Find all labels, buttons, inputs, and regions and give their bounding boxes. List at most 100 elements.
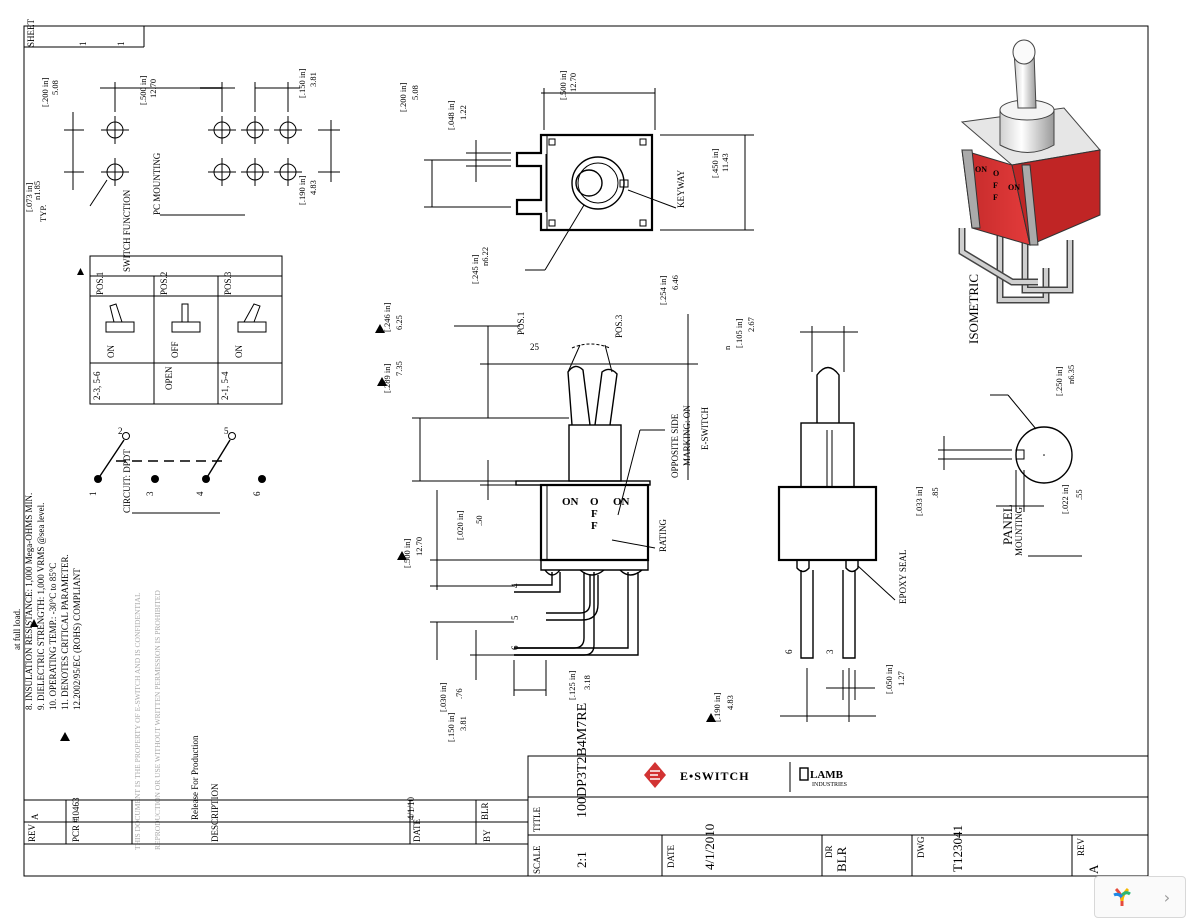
- date-value: 4/1/10: [406, 796, 416, 820]
- dim-text: n6.22: [480, 247, 490, 266]
- circuit-label: 2-1, 5-4: [220, 371, 230, 400]
- logo-icon[interactable]: [1110, 885, 1134, 909]
- dwg-value: T123041: [950, 825, 965, 872]
- dim-text: [.030 in]: [438, 683, 448, 712]
- viewer-nav[interactable]: ›: [1094, 876, 1186, 918]
- state-label: OFF: [170, 341, 180, 358]
- e-switch-logo-text: E•SWITCH: [680, 769, 750, 783]
- note-line: 10. OPERATING TEMP.: -30°C to 85°C: [48, 563, 58, 710]
- keyway-label: KEYWAY: [676, 169, 686, 208]
- critical-triangle-icon: [60, 732, 70, 741]
- scale-label: SCALE: [532, 845, 542, 874]
- sheet-box: SHEET 1 1: [24, 19, 145, 48]
- dim-text: n1.85: [32, 181, 42, 200]
- toggle-left-icon: [105, 303, 135, 333]
- pcb-hole: [208, 158, 236, 186]
- dim-text: [.190 in]: [712, 693, 722, 722]
- pcb-hole: [274, 116, 302, 144]
- pcb-hole: [241, 116, 269, 144]
- dim-text: [.250 in]: [1054, 367, 1064, 396]
- watermark-line: THIS DOCUMENT IS THE PROPERTY OF E-SWITC…: [133, 592, 142, 850]
- note-line: 11. DENOTES CRITICAL PARAMETER.: [60, 554, 70, 710]
- pin-number: 6: [252, 491, 262, 496]
- pin-number: 5: [224, 426, 229, 436]
- rev-value: A: [30, 813, 40, 820]
- notes: 12.2002/95/EC (ROHS) COMPLIANT 11. DENOT…: [12, 493, 82, 741]
- pin-number: 4: [510, 583, 520, 588]
- angle-label: 25: [530, 342, 540, 352]
- pin-number: 4: [195, 491, 205, 496]
- circuit-diagram: 2 5 1 3 4 6 CIRCUIT: DPDT: [88, 426, 266, 514]
- watermark: THIS DOCUMENT IS THE PROPERTY OF E-SWITC…: [133, 590, 162, 850]
- pcb-hole: [241, 158, 269, 186]
- side-view: n [.105 in] 2.67 [.050 in] 1.27 EPOXY SE…: [722, 317, 908, 722]
- pc-mounting-view: [.200 in] 5.08 [.500 in] 12.70 [.150 in]…: [24, 69, 340, 222]
- note-line: 8. INSULATION RESISTANCE: 1,000 Mega-OHM…: [24, 493, 34, 710]
- next-page-button[interactable]: ›: [1163, 887, 1171, 907]
- dim-text: [.022 in]: [1060, 485, 1070, 514]
- dim-text: 2.67: [746, 317, 756, 332]
- pin-number: 3: [825, 649, 835, 654]
- dim-text: [.254 in]: [658, 276, 668, 305]
- pos-label: POS.3: [614, 314, 624, 338]
- panel-label: PANEL: [1000, 504, 1015, 545]
- title-label: TITLE: [532, 807, 542, 832]
- dim-text: 3.18: [582, 675, 592, 690]
- dim-text: [.246 in]: [382, 303, 392, 332]
- critical-triangle-icon: [30, 619, 38, 627]
- dim-text: [.289 in]: [382, 364, 392, 393]
- date-header: DATE: [412, 819, 422, 842]
- toggle-right-icon: [237, 303, 267, 333]
- e-switch-logo-icon: [644, 762, 666, 788]
- dim-text: 12.70: [414, 537, 424, 556]
- panel-mounting-view: [.250 in] n6.35 [.033 in] .85 [.022 in] …: [914, 365, 1084, 557]
- scale-value: 2:1: [574, 851, 589, 868]
- drawn-by-label: DR: [824, 845, 834, 858]
- dim-text: n: [722, 345, 732, 350]
- switch-function-title: SWITCH FUNCTION: [122, 189, 132, 272]
- epoxy-seal-label: EPOXY SEAL: [898, 550, 908, 604]
- case-marking: F: [591, 520, 598, 532]
- sheet-label: SHEET: [26, 19, 36, 48]
- watermark-line: REPRODUCTION OR USE WITHOUT WRITTEN PERM…: [153, 590, 162, 850]
- dim-text: [.150 in]: [297, 69, 307, 98]
- dim-text: 12.70: [568, 73, 578, 92]
- isometric-label: ISOMETRIC: [966, 274, 981, 344]
- dim-text: [.033 in]: [914, 487, 924, 516]
- pin-number: 3: [145, 491, 155, 496]
- pin-number: 6: [510, 645, 520, 650]
- dim-text: .50: [474, 515, 484, 526]
- dim-text: [.500 in]: [558, 71, 568, 100]
- dim-text: 6.46: [670, 275, 680, 290]
- circuit-label: OPEN: [164, 366, 174, 390]
- critical-triangle-icon: [377, 377, 387, 386]
- pcb-hole: [274, 158, 302, 186]
- sheet-total: 1: [116, 42, 126, 47]
- dim-text: 7.35: [394, 361, 404, 376]
- pin-number: 5: [510, 615, 520, 620]
- dim-text: [.073 in]: [24, 183, 34, 212]
- drawn-by-value: BLR: [834, 846, 849, 872]
- dim-text: 4.83: [725, 695, 735, 710]
- pcb-hole: [101, 158, 129, 186]
- case-marking: F: [591, 508, 598, 520]
- critical-triangle-icon: [77, 268, 84, 275]
- opposite-side-label: OPPOSITE SIDE: [670, 413, 680, 478]
- dim-text: .76: [454, 688, 464, 699]
- rev-header: REV: [27, 823, 37, 842]
- dim-text: [.048 in]: [446, 101, 456, 130]
- dim-text: [.020 in]: [455, 511, 465, 540]
- lamb-logo-sub: INDUSTRIES: [812, 782, 847, 788]
- dim-text: [.190 in]: [297, 176, 307, 205]
- opposite-side-label: MARKING: ON: [682, 405, 692, 466]
- top-view: [.200 in] 5.08 [.048 in] 1.22 [.500 in] …: [398, 71, 754, 284]
- case-marking: ON: [1008, 183, 1020, 192]
- description-value: Release For Production: [190, 735, 200, 820]
- dim-text: 1.22: [458, 105, 468, 120]
- dim-text: .55: [1074, 489, 1084, 500]
- dim-text: TYP.: [38, 205, 48, 222]
- dim-text: .85: [930, 487, 940, 498]
- dim-text: [.150 in]: [446, 713, 456, 742]
- dim-text: [.500 in]: [138, 76, 148, 105]
- note-line: at full load.: [12, 609, 22, 650]
